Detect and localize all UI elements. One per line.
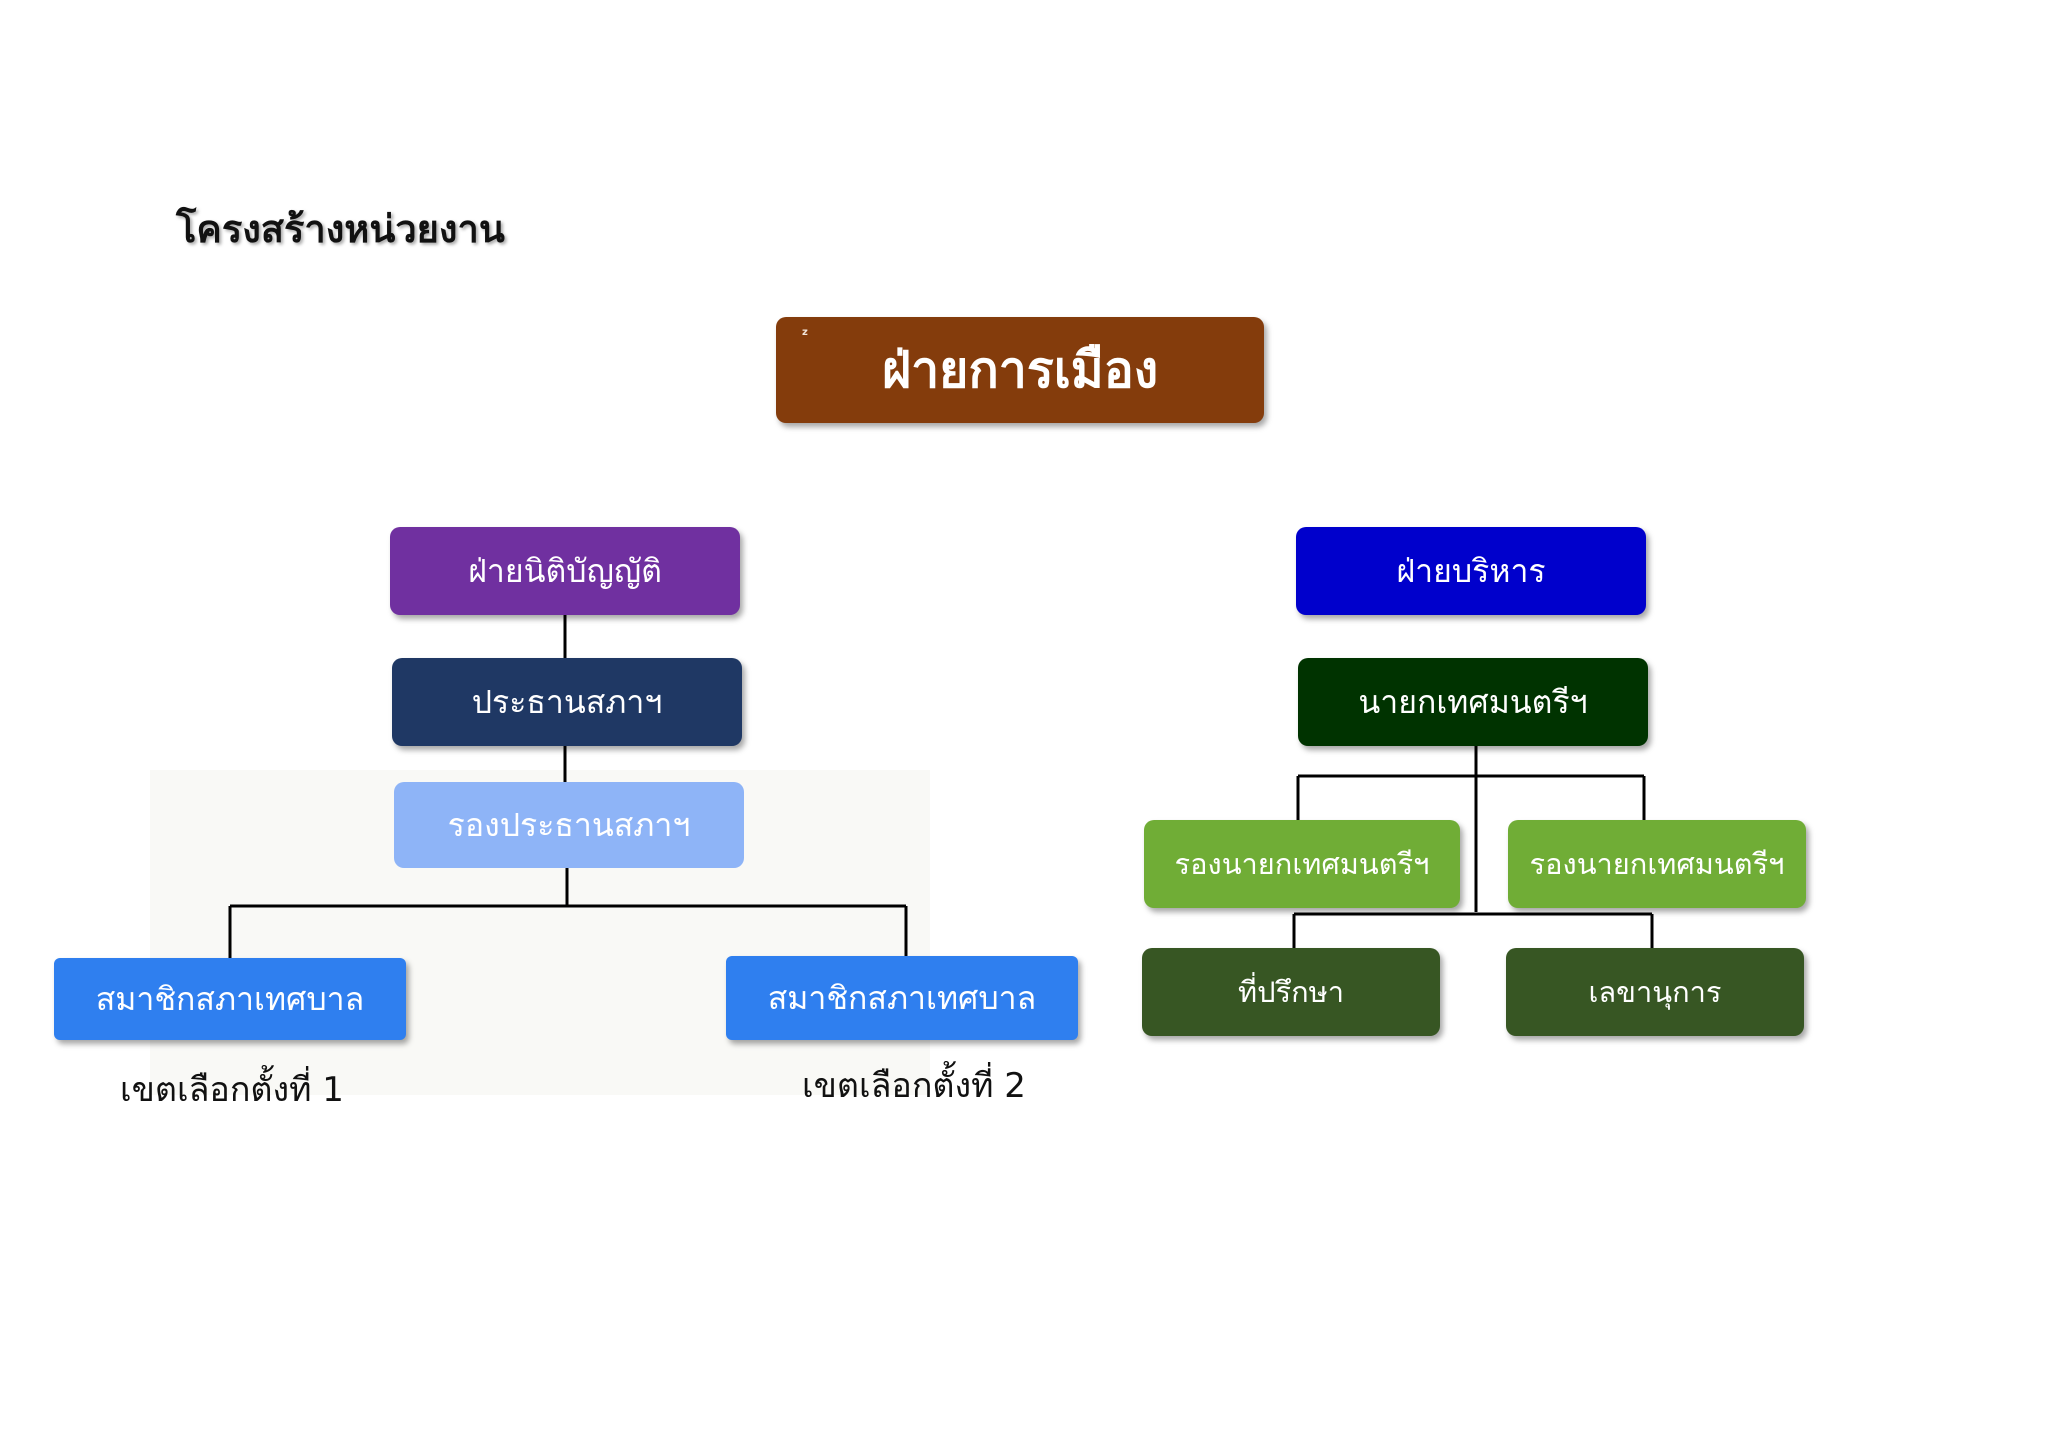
node-council-member-district-2: สมาชิกสภาเทศบาล: [726, 956, 1078, 1040]
node-label: รองนายกเทศมนตรีฯ: [1174, 847, 1430, 881]
node-council-member-district-1: สมาชิกสภาเทศบาล: [54, 958, 406, 1040]
node-council-vice-president: รองประธานสภาฯ: [394, 782, 744, 868]
node-label: ที่ปรึกษา: [1237, 975, 1345, 1009]
node-advisor: ที่ปรึกษา: [1142, 948, 1440, 1036]
node-executive-branch: ฝ่ายบริหาร: [1296, 527, 1646, 615]
node-label: ฝ่ายบริหาร: [1396, 551, 1546, 590]
node-council-president: ประธานสภาฯ: [392, 658, 742, 746]
node-label: เลขานุการ: [1588, 975, 1722, 1009]
caption-district-1: เขตเลือกตั้งที่ 1: [120, 1070, 344, 1110]
node-label: รองประธานสภาฯ: [447, 805, 691, 844]
node-legislative-branch: ฝ่ายนิติบัญญัติ: [390, 527, 740, 615]
node-label: สมาชิกสภาเทศบาล: [767, 978, 1037, 1017]
node-mayor: นายกเทศมนตรีฯ: [1298, 658, 1648, 746]
node-deputy-mayor-1: รองนายกเทศมนตรีฯ: [1144, 820, 1460, 908]
node-label: ฝ่ายการเมือง: [881, 340, 1159, 399]
node-label: นายกเทศมนตรีฯ: [1358, 682, 1588, 721]
page-title: โครงสร้างหน่วยงาน: [176, 207, 505, 251]
node-label: ประธานสภาฯ: [471, 682, 663, 721]
node-political-branch: z ฝ่ายการเมือง: [776, 317, 1264, 423]
node-label: รองนายกเทศมนตรีฯ: [1529, 847, 1785, 881]
node-deputy-mayor-2: รองนายกเทศมนตรีฯ: [1508, 820, 1806, 908]
node-label: สมาชิกสภาเทศบาล: [95, 979, 365, 1018]
caption-district-2: เขตเลือกตั้งที่ 2: [802, 1066, 1026, 1106]
node-mark: z: [802, 327, 808, 338]
node-secretary: เลขานุการ: [1506, 948, 1804, 1036]
node-label: ฝ่ายนิติบัญญัติ: [468, 551, 662, 590]
